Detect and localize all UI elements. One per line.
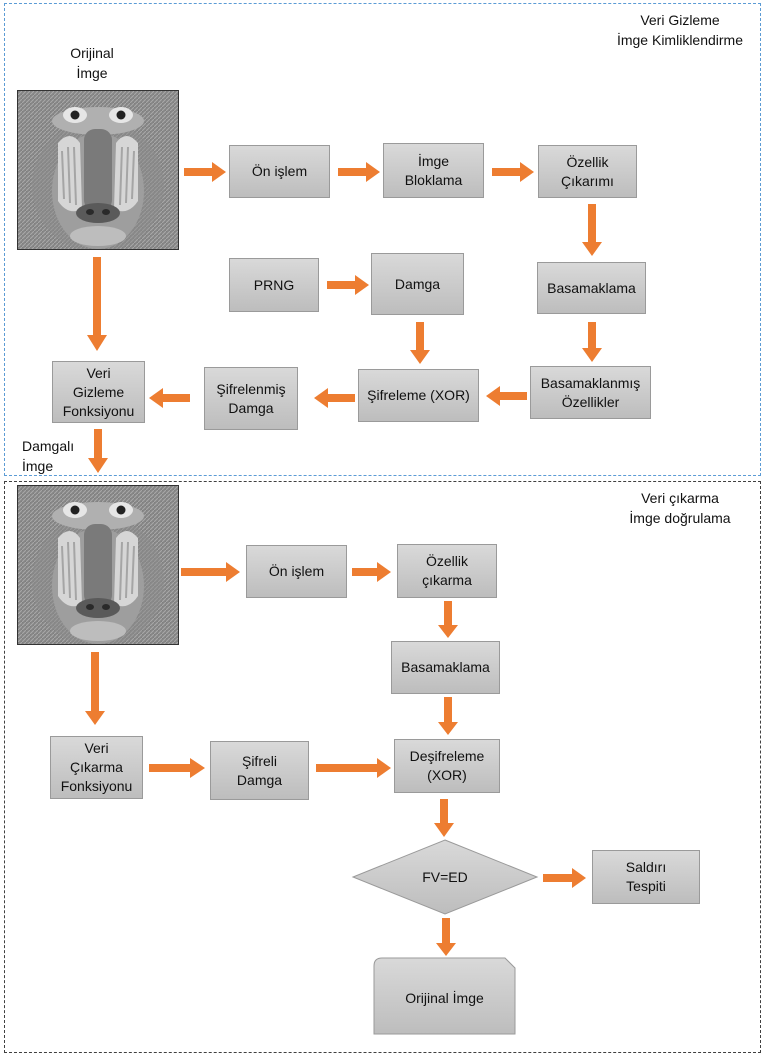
arrow-features-to-quantization-2: [438, 601, 458, 638]
arrow-encrypted-to-decryption: [316, 758, 391, 778]
arrow-preprocess-to-blocking: [338, 162, 380, 182]
arrow-image-to-preprocess-2: [181, 562, 240, 582]
extraction-feature-box: Özellik çıkarma: [397, 544, 497, 598]
extraction-preprocess-box: Ön işlem: [246, 545, 347, 598]
arrow-encrypted-to-hiding: [149, 388, 190, 408]
arrow-image-to-preprocess: [184, 162, 226, 182]
arrow-prng-to-watermark: [327, 275, 369, 295]
arrow-quantized-to-encryption: [486, 386, 527, 406]
extraction-panel-title: Veri çıkarma İmge doğrulama: [629, 490, 731, 526]
feature-extraction-box: Özellik Çıkarımı: [538, 145, 637, 198]
image-blocking-box: İmge Bloklama: [383, 143, 484, 198]
arrow-decision-to-attack: [543, 868, 586, 888]
extraction-panel: [4, 481, 761, 1053]
arrow-extraction-to-encrypted: [149, 758, 205, 778]
encrypted-watermark-box-2: Şifreli Damga: [210, 741, 309, 800]
arrow-image-to-hiding: [87, 257, 107, 351]
decryption-box: Deşifreleme (XOR): [394, 739, 500, 793]
arrow-image-to-extraction-function: [85, 652, 105, 725]
arrow-quantization-to-decryption: [438, 697, 458, 735]
decision-diamond: [351, 839, 539, 915]
arrow-blocking-to-features: [492, 162, 534, 182]
arrow-hiding-to-output: [88, 429, 108, 473]
embedding-panel-title: Veri Gizleme İmge Kimliklendirme: [616, 12, 744, 48]
original-image: [17, 90, 179, 250]
original-image-label: Orijinal İmge: [70, 45, 114, 81]
quantization-box: Basamaklama: [537, 262, 646, 314]
original-image-document-shape: [373, 957, 516, 1035]
data-extraction-function-box: Veri Çıkarma Fonksiyonu: [50, 736, 143, 799]
data-hiding-function-box: Veri Gizleme Fonksiyonu: [52, 361, 145, 423]
attack-detection-box: Saldırı Tespiti: [592, 850, 700, 904]
watermarked-image-label: Damgalı İmge: [22, 438, 75, 474]
arrow-features-to-quantization: [582, 204, 602, 256]
prng-box: PRNG: [229, 258, 319, 312]
decision-label: FV=ED: [422, 869, 468, 885]
encryption-box: Şifreleme (XOR): [358, 369, 479, 422]
watermarked-image: [17, 485, 179, 645]
arrow-quantization-to-quantized: [582, 322, 602, 362]
encrypted-watermark-box: Şifrelenmiş Damga: [204, 367, 298, 430]
quantized-features-box: Basamaklanmış Özellikler: [530, 366, 651, 419]
arrow-preprocess-to-features-2: [352, 562, 391, 582]
embedding-panel: [4, 3, 761, 476]
preprocess-box: Ön işlem: [229, 145, 330, 198]
arrow-decision-to-original: [436, 918, 456, 956]
arrow-decryption-to-decision: [434, 799, 454, 837]
watermark-box: Damga: [371, 253, 464, 315]
arrow-watermark-to-encryption: [410, 322, 430, 364]
original-image-output-label: Orijinal İmge: [405, 990, 484, 1006]
arrow-encryption-to-encrypted: [314, 388, 355, 408]
extraction-quantization-box: Basamaklama: [391, 641, 500, 694]
